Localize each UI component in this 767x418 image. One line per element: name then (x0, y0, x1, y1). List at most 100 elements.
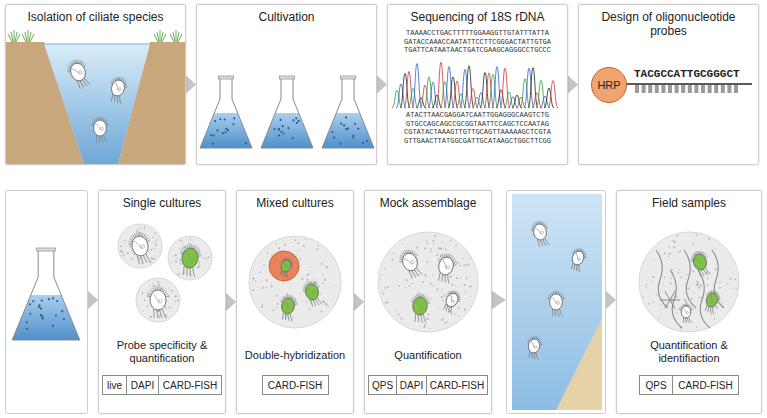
speckle-dot (427, 242, 429, 244)
panel-ground (616, 190, 762, 414)
speckle-dot (193, 241, 194, 242)
cirrus (538, 240, 540, 247)
speckle-dot (323, 283, 325, 285)
speckle-dot (199, 261, 201, 263)
speckle-dot (156, 244, 157, 245)
speckle-dot (432, 240, 434, 242)
speckle-dot (266, 279, 268, 281)
speckle-dot (144, 299, 146, 301)
speckle-dot (293, 316, 294, 317)
speckle-dot (165, 306, 167, 308)
cilium (447, 254, 448, 258)
speckle-dot (327, 306, 328, 307)
probe-base (661, 85, 665, 93)
speckle-dot (178, 248, 179, 249)
ciliate-cell (127, 230, 154, 265)
grass-blade (11, 32, 13, 42)
panel-ground (578, 4, 759, 165)
cilium (160, 287, 161, 291)
flow-arrow (568, 76, 578, 94)
speckle-dot (321, 264, 322, 265)
panel-title: Design of oligonucleotide probes (583, 10, 754, 38)
speckle-dot (700, 284, 702, 286)
culture-dot (29, 313, 31, 315)
chromatogram-peak (548, 80, 558, 108)
speckle-dot (426, 261, 428, 263)
speckle-dot (693, 309, 694, 310)
speckle-dot (707, 284, 709, 286)
speckle-dot (387, 286, 389, 288)
microscope-field (378, 232, 478, 332)
cilium (449, 254, 450, 258)
speckle-dot (398, 314, 400, 316)
speckle-dot (171, 262, 172, 263)
sequence-line: GTGCCAGCAGCCGCGGTAATTCCAGCTCCAATAG (387, 120, 568, 128)
speckle-dot (696, 235, 697, 236)
method-label: CARD-FISH (430, 380, 484, 391)
cilium (155, 287, 156, 291)
chromatogram-peak (396, 84, 406, 108)
speckle-dot (146, 305, 148, 307)
panel-subtitle: Quantification & identifiaction (620, 339, 758, 365)
panel-title: Single cultures (103, 196, 221, 210)
speckle-dot (668, 246, 670, 248)
culture-medium (322, 113, 374, 148)
culture-medium (261, 113, 313, 148)
nucleus (159, 299, 163, 303)
speckle-dot (692, 245, 693, 246)
cilium (188, 244, 190, 248)
culture-dot (280, 119, 282, 121)
culture-dot (295, 117, 297, 119)
speckle-dot (468, 263, 470, 265)
speckle-dot (182, 246, 183, 247)
culture-medium (200, 113, 252, 148)
speckle-dot (643, 296, 644, 297)
culture-dot (278, 134, 280, 136)
panel-title: Field samples (621, 196, 757, 210)
cirrus (577, 265, 582, 272)
cilium (149, 291, 152, 294)
speckle-dot (684, 299, 686, 301)
nucleus (446, 265, 450, 269)
speckle-dot (679, 250, 681, 252)
flow-arrow (377, 76, 387, 94)
speckle-dot (424, 247, 426, 249)
speckle-dot (153, 285, 155, 287)
speckle-dot (721, 302, 722, 303)
arrow-head (568, 76, 578, 94)
speckle-dot (448, 291, 449, 292)
speckle-dot (435, 236, 436, 237)
speckle-dot (197, 266, 199, 268)
speckle-dot (465, 293, 466, 294)
sediment (556, 318, 602, 410)
filament (656, 250, 668, 308)
ciliate-cell (64, 57, 92, 91)
speckle-dot (261, 306, 263, 308)
speckle-dot (450, 276, 452, 278)
cell-body (150, 290, 166, 310)
panel-ground (196, 4, 377, 165)
culture-dot (343, 124, 345, 126)
speckle-dot (726, 283, 727, 284)
speckle-dot (398, 285, 400, 287)
speckle-dot (732, 288, 733, 289)
cirrus (96, 135, 98, 142)
probe-base (688, 85, 692, 93)
nucleus (101, 127, 104, 130)
speckle-dot (198, 265, 199, 266)
nucleus (557, 301, 560, 304)
cirrus (557, 309, 559, 316)
cell-body (532, 223, 547, 241)
oral-groove (283, 262, 288, 268)
probe-base (635, 85, 639, 93)
speckle-dot (716, 248, 717, 249)
culture-dot (331, 131, 333, 133)
speckle-dot (306, 301, 308, 303)
cirrus (571, 263, 574, 269)
sequence-line: GTTGAACTTATGGCGATTGCATAAGCTGGCTTCGG (387, 137, 568, 145)
culture-dot (63, 318, 65, 320)
chromatogram-peak (468, 88, 478, 108)
cirrus (118, 96, 123, 104)
speckle-dot (149, 285, 150, 286)
speckle-dot (660, 291, 661, 292)
